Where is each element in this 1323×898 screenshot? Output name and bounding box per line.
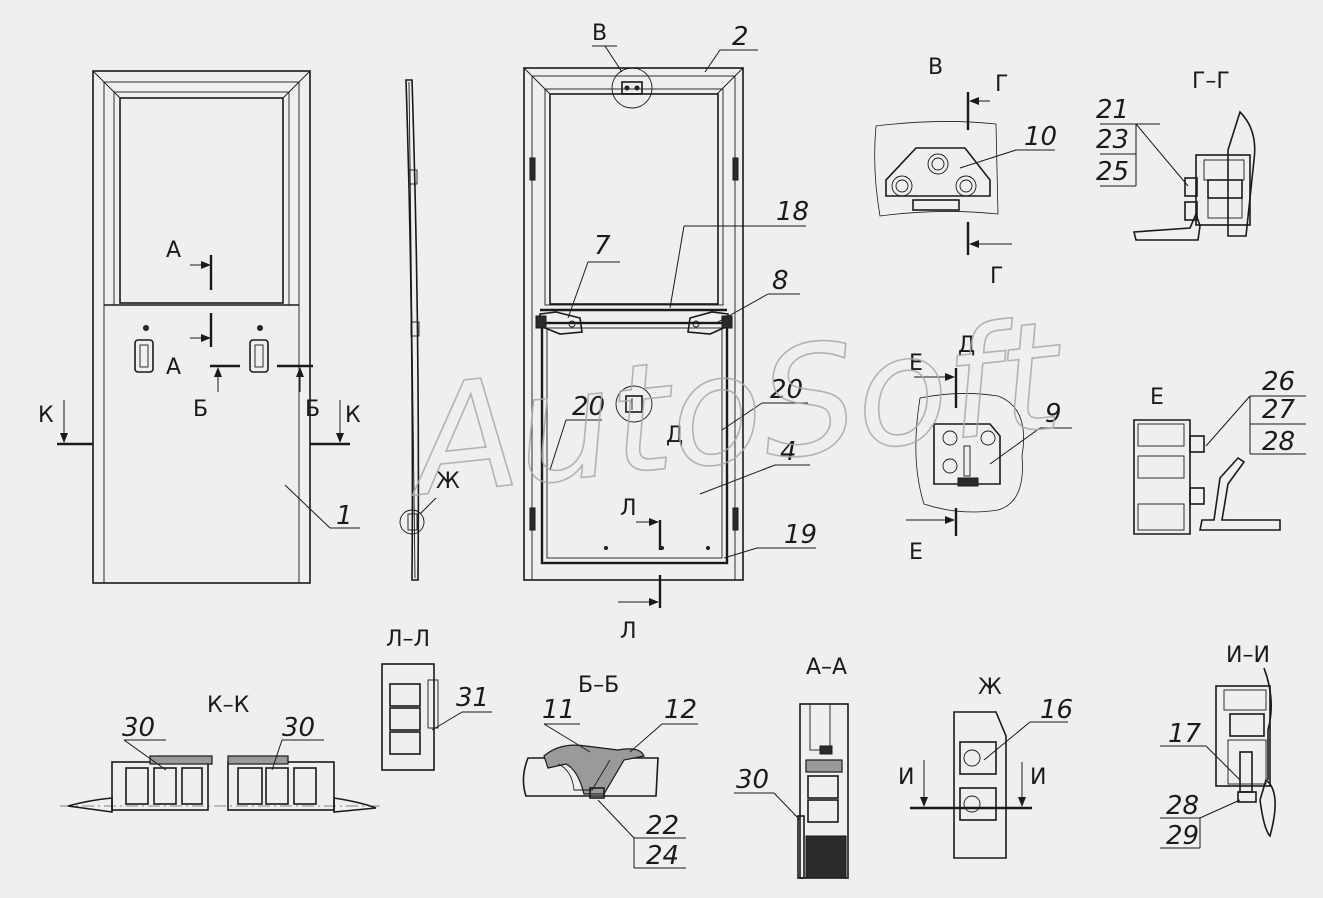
section-mark-k-right: К	[345, 403, 361, 428]
callout-22: 22	[646, 811, 679, 841]
view-gg-section	[1100, 110, 1256, 241]
section-mark-l-top: Л	[620, 496, 637, 521]
section-mark-g-top: Г	[995, 72, 1008, 97]
door-side-view	[399, 79, 437, 581]
view-e-title: Е	[1150, 385, 1164, 410]
callout-19: 19	[784, 520, 817, 550]
section-bb	[522, 723, 698, 869]
callout-10: 10	[1024, 122, 1057, 152]
callout-8: 8	[772, 266, 789, 296]
callout-18: 18	[776, 197, 809, 227]
detail-mark-zh: Ж	[436, 469, 460, 494]
section-mark-b-right: Б	[305, 397, 320, 422]
callout-24: 24	[646, 841, 679, 871]
callout-25: 25	[1096, 157, 1129, 187]
view-v-title: В	[928, 55, 943, 80]
callout-20-right: 20	[770, 375, 803, 405]
view-v-bracket	[874, 92, 1055, 255]
section-mark-e-top: Е	[909, 351, 923, 376]
callout-27: 27	[1262, 395, 1296, 425]
callout-12: 12	[664, 695, 697, 725]
section-kk-title: К–К	[207, 693, 250, 718]
section-mark-i-left: И	[898, 765, 914, 790]
callout-29: 29	[1166, 821, 1199, 851]
callout-20-left: 20	[572, 392, 605, 422]
section-mark-i-right: И	[1030, 765, 1046, 790]
view-d-bracket	[906, 368, 1072, 536]
callout-23: 23	[1096, 125, 1129, 155]
callout-28-e: 28	[1262, 427, 1295, 457]
callout-4: 4	[780, 437, 797, 467]
section-aa-title: А–А	[806, 655, 847, 680]
view-d-title: Д	[958, 333, 975, 358]
callout-7: 7	[594, 231, 611, 261]
view-e-section	[1133, 395, 1306, 535]
section-ii-title: И–И	[1226, 643, 1270, 668]
section-ii	[1160, 667, 1276, 849]
callout-30-aa: 30	[736, 765, 769, 795]
detail-mark-d: Д	[666, 423, 683, 448]
section-mark-e-bottom: Е	[909, 540, 923, 565]
callout-21: 21	[1096, 95, 1129, 125]
watermark-logo: AutoSoft	[398, 289, 1073, 531]
detail-mark-v: В	[592, 21, 607, 46]
detail-zh-title: Ж	[978, 675, 1002, 700]
callout-26: 26	[1262, 367, 1295, 397]
view-gg-title: Г–Г	[1192, 69, 1230, 94]
callout-9: 9	[1045, 399, 1062, 429]
detail-zh	[910, 711, 1068, 859]
callout-30-kk-right: 30	[282, 713, 315, 743]
callout-1: 1	[336, 501, 353, 531]
section-mark-k-left: К	[38, 403, 54, 428]
callout-17: 17	[1168, 719, 1202, 749]
callout-31: 31	[456, 683, 489, 713]
section-mark-a-top: А	[166, 238, 181, 263]
callout-28-ii: 28	[1166, 791, 1199, 821]
callout-16: 16	[1040, 695, 1073, 725]
callout-30-kk-left: 30	[122, 713, 155, 743]
section-aa	[734, 703, 849, 879]
section-mark-a-bottom: А	[166, 355, 181, 380]
section-mark-b-left: Б	[193, 397, 208, 422]
callout-2: 2	[732, 22, 749, 52]
callout-11: 11	[542, 695, 575, 725]
door-rear-view	[523, 67, 744, 608]
section-ll-title: Л–Л	[386, 627, 430, 652]
section-ll	[381, 663, 492, 771]
section-bb-title: Б–Б	[578, 673, 619, 698]
section-mark-g-bottom: Г	[990, 264, 1003, 289]
door-front-view	[57, 70, 350, 584]
section-kk	[60, 739, 380, 813]
section-mark-l-bottom: Л	[620, 619, 637, 644]
